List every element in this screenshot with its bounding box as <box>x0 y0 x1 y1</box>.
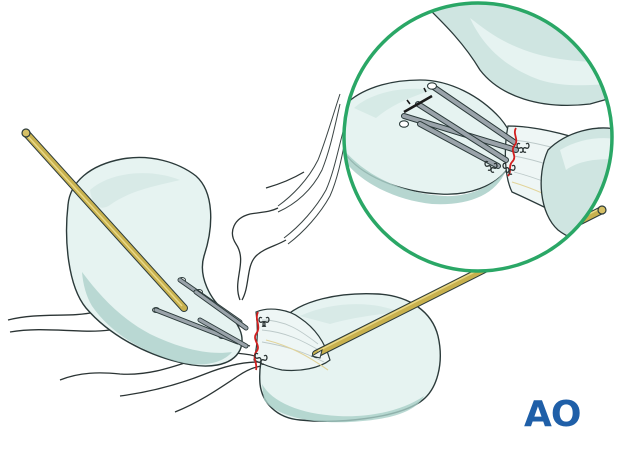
fixation-wires <box>153 277 249 349</box>
suture-seam <box>253 311 270 371</box>
ao-logo: AO <box>524 394 581 435</box>
proximal-bone-fragment <box>65 156 243 367</box>
suture-knots <box>254 316 270 365</box>
needles <box>277 93 347 245</box>
k-wire-left <box>21 128 188 312</box>
magnified-inset <box>342 1 614 273</box>
suture-strands-upper <box>231 171 305 301</box>
